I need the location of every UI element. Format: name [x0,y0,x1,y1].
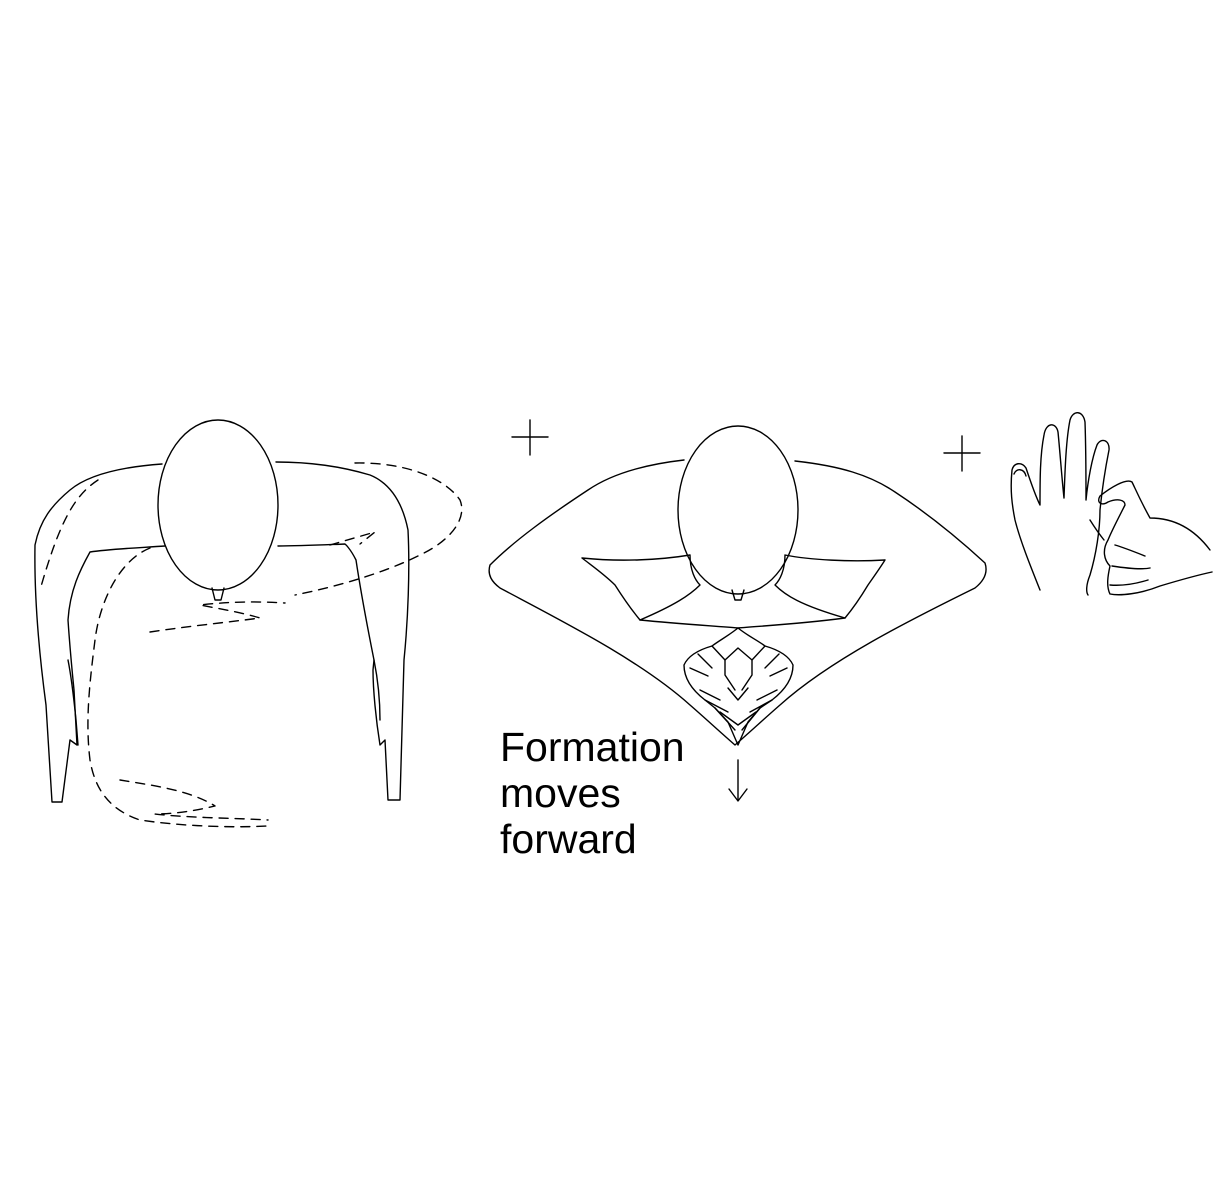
figure-1-arm-sweep [35,420,462,827]
figure-1-right-arm [276,462,409,800]
figure-2-nose [732,590,744,600]
figure-2-hand-center [720,648,756,725]
figure-3-thumb-nail [1014,470,1026,476]
figure-2-arms-outline [489,460,986,745]
figure-3-left-hand [1011,413,1109,595]
caption-line-1: Formation [500,724,685,770]
caption-line-2: moves [500,770,685,816]
figure-2-right-forearm [775,555,885,618]
figure-1-motion-path-arrow [330,532,375,545]
figure-2-left-forearm [582,555,700,620]
plus-sign-2 [944,436,980,471]
figure-1-motion-path-arm [40,480,268,827]
figure-1-left-arm [35,464,165,802]
figure-1-motion-path-upper [295,463,462,595]
figure-2-chest-line [640,618,845,628]
figure-1-motion-path-hand-upper [150,602,285,632]
figure-2-hands [684,628,793,745]
plus-sign-1 [512,420,548,455]
figure-2-formation [489,426,986,745]
figure-3-right-hand [1099,481,1212,595]
caption-line-3: forward [500,816,685,862]
formation-caption: Formation moves forward [500,724,685,862]
figure-2-head [678,426,798,594]
down-arrow-icon [729,760,747,801]
figure-1-head [158,420,278,590]
figure-3-handshape [1011,413,1212,595]
figure-1-motion-path-hand-lower [120,780,268,820]
